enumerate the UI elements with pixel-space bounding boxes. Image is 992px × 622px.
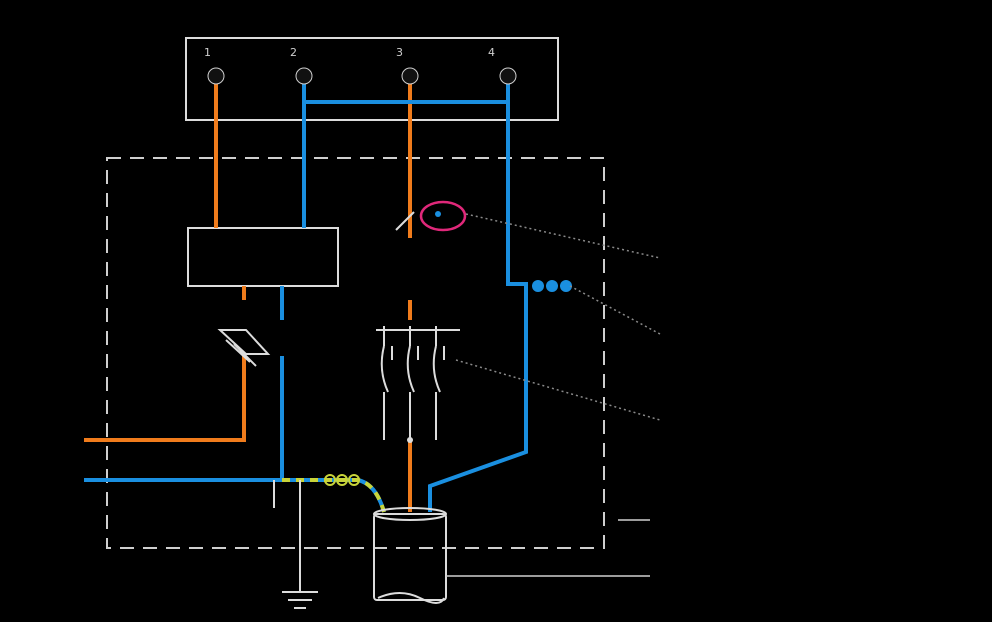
thermostat-contact (395, 211, 415, 231)
control-module (187, 227, 339, 287)
ground-symbol (273, 480, 318, 609)
terminal-number-3: 3 (396, 46, 403, 59)
terminal-4 (499, 67, 517, 85)
enclosure-outline (106, 157, 605, 549)
pointer-fuse (569, 285, 661, 335)
inline-fuse (532, 280, 572, 292)
terminal-number-2: 2 (290, 46, 297, 59)
heating-elements (376, 326, 460, 440)
terminal-2 (295, 67, 313, 85)
junction-dot (407, 437, 413, 443)
thermostat-highlight (419, 200, 467, 232)
neutral-wire-bridge (302, 80, 508, 228)
terminal-3 (401, 67, 419, 85)
neutral-wire-supply (84, 286, 284, 482)
motor-housing (373, 507, 447, 604)
terminal-1 (207, 67, 225, 85)
terminal-block (185, 37, 559, 121)
thermostat-dot (435, 211, 441, 217)
pointer-thermostat (465, 213, 661, 259)
terminal-number-1: 1 (204, 46, 211, 59)
phase-wire-supply (84, 286, 246, 442)
selector-switch (217, 329, 271, 367)
earth-wire-coil (324, 474, 360, 486)
terminal-number-4: 4 (488, 46, 495, 59)
neutral-wire-terminal-4 (428, 80, 528, 512)
pointer-elements (455, 359, 661, 421)
